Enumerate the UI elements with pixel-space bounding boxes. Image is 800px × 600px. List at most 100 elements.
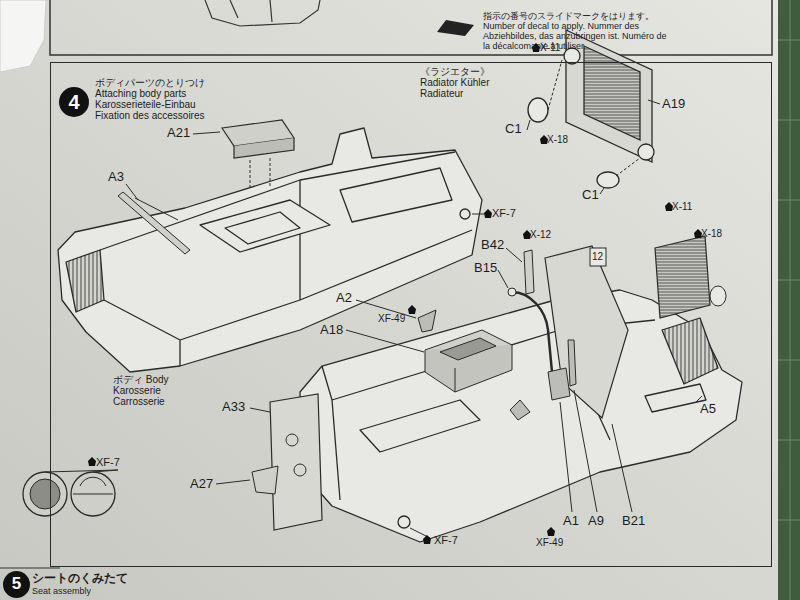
part-c1 xyxy=(597,172,619,188)
leader xyxy=(648,100,660,104)
part-number: B15 xyxy=(474,261,497,275)
body-outline xyxy=(58,128,482,372)
step-heading: シートのくみたて xyxy=(32,572,128,585)
decal-icon xyxy=(437,20,474,36)
gauge xyxy=(286,434,298,446)
body-lower xyxy=(300,290,742,542)
leader xyxy=(193,132,220,134)
part-number: A19 xyxy=(662,97,685,111)
part-a9 xyxy=(568,340,576,386)
paint-code: XF-7 xyxy=(492,207,516,219)
part-number: A3 xyxy=(108,170,124,184)
step-panel: ボディパーツのとりつけ Attaching body parts Karosse… xyxy=(50,62,772,567)
part-number: A33 xyxy=(222,400,245,414)
step-title: ボディパーツのとりつけ Attaching body parts Karosse… xyxy=(95,77,223,121)
body-edges xyxy=(100,152,472,366)
cutting-mat xyxy=(778,0,800,600)
part-number: A18 xyxy=(320,323,343,337)
paint-icon xyxy=(408,305,416,314)
part-caption: ボディ Body Karosserie Carrosserie xyxy=(113,374,175,407)
paint-code: XF-49 xyxy=(536,537,563,548)
lever xyxy=(510,400,530,420)
step-heading: Seat assembly xyxy=(32,587,91,597)
step-number: 5 xyxy=(3,571,30,598)
leader xyxy=(126,184,138,200)
paint-code: X-12 xyxy=(530,229,551,240)
paint-icon xyxy=(547,527,555,536)
socket xyxy=(460,209,470,219)
paint-icon xyxy=(423,535,431,544)
floor-panel xyxy=(360,400,480,452)
leader xyxy=(506,248,522,262)
leader xyxy=(574,390,597,512)
radiator-core xyxy=(584,46,640,140)
lamp xyxy=(710,286,726,306)
part-number: A1 xyxy=(563,514,579,528)
part-number: A2 xyxy=(336,291,352,305)
part-b42 xyxy=(524,250,534,294)
paint-icon xyxy=(694,229,702,238)
previous-panel xyxy=(50,0,772,55)
part-number: A27 xyxy=(190,477,213,491)
grille xyxy=(66,250,104,312)
gauge-decal xyxy=(71,472,115,516)
paint-code: XF-7 xyxy=(96,456,120,468)
part-number: A21 xyxy=(167,126,190,140)
paint-icon xyxy=(484,209,492,218)
part-b15 xyxy=(512,292,552,372)
leader-lines xyxy=(45,100,702,538)
decal-number: 12 xyxy=(592,251,603,262)
part-a27 xyxy=(252,466,278,494)
leader xyxy=(45,470,118,472)
leader xyxy=(498,270,508,288)
paint-icon xyxy=(523,230,531,239)
decal-legend-note: 指示の番号のスライドマークをはります。 Number of decal to a… xyxy=(483,12,669,52)
radiator-placed xyxy=(655,236,710,318)
paint-code: X-18 xyxy=(701,228,722,239)
part-a33 xyxy=(270,394,322,530)
part-b21 xyxy=(545,246,628,418)
guide-lines xyxy=(548,60,640,176)
mat-grid xyxy=(778,0,800,600)
knob xyxy=(508,288,516,296)
body-upper xyxy=(58,128,482,372)
part-number: C1 xyxy=(582,188,599,202)
leader xyxy=(216,480,250,484)
next-panel-line xyxy=(0,568,60,569)
leader xyxy=(560,402,572,512)
leader xyxy=(612,424,632,512)
radiator xyxy=(528,30,654,188)
paint-code: X-18 xyxy=(547,134,568,145)
leader xyxy=(346,330,424,352)
part-number: A5 xyxy=(700,402,716,416)
paint-code: X-11 xyxy=(672,201,692,212)
gauge-decal xyxy=(23,472,67,516)
paper-towel xyxy=(0,0,46,72)
paint-code: XF-7 xyxy=(434,534,458,546)
guide-lines xyxy=(250,158,270,190)
gauge-decal-face xyxy=(30,479,60,509)
part-number: B21 xyxy=(622,514,645,528)
decal-marker xyxy=(590,248,606,266)
grille xyxy=(662,318,718,384)
floor-box xyxy=(340,168,452,222)
cowl xyxy=(200,200,330,252)
part-number: A9 xyxy=(588,514,604,528)
paint-icon xyxy=(665,202,673,211)
leader xyxy=(527,120,530,130)
part-a2 xyxy=(418,310,436,332)
part-a3-stay xyxy=(135,198,178,220)
part-a3 xyxy=(118,192,190,254)
part-number: B42 xyxy=(481,238,504,252)
socket xyxy=(398,516,410,528)
seat-pad xyxy=(440,338,496,360)
lamp-socket xyxy=(638,144,654,160)
part-number: C1 xyxy=(505,122,522,136)
paper xyxy=(0,0,780,600)
part-a21-side xyxy=(234,138,294,158)
step-number: 4 xyxy=(59,87,89,117)
gauge-decal-face xyxy=(73,477,113,494)
part-caption: 《ラジエター》 Radiator Kühler Radiateur xyxy=(420,66,496,99)
body-outline xyxy=(300,290,742,542)
leader xyxy=(250,408,270,412)
